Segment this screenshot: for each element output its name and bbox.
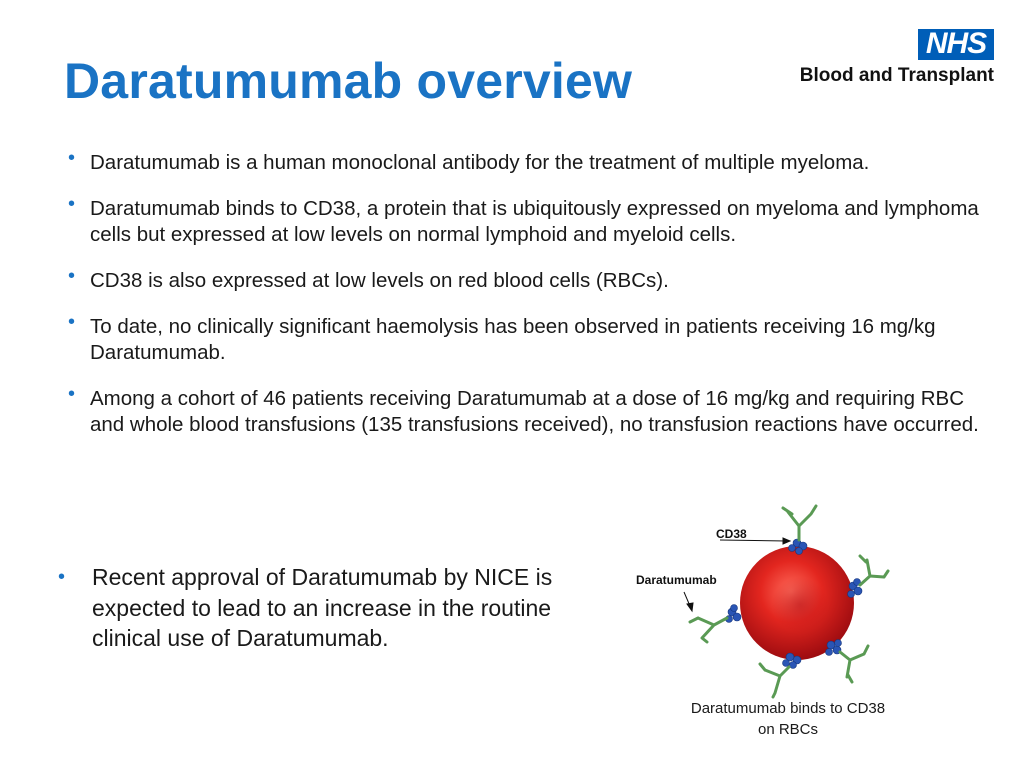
daratumumab-arrow <box>683 591 694 613</box>
cd38-protein <box>725 604 742 623</box>
bullet-text: To date, no clinically significant haemo… <box>90 315 936 364</box>
bullet-text: Daratumumab binds to CD38, a protein tha… <box>90 197 979 246</box>
bullet-item: • Among a cohort of 46 patients receiving… <box>66 383 986 438</box>
bullet-text: Daratumumab is a human monoclonal antibo… <box>90 151 870 174</box>
bullet-icon: • <box>68 383 76 405</box>
bullet-list: • Daratumumab is a human monoclonal antib… <box>66 147 986 458</box>
nice-bullet-text: Recent approval of Daratumumab by NICE i… <box>92 564 553 651</box>
cd38-label: CD38 <box>716 527 747 541</box>
cd38-protein <box>847 578 863 598</box>
nhs-logo-text: NHS <box>925 27 987 60</box>
antibody <box>838 644 870 684</box>
org-name: Blood and Transplant <box>799 65 994 86</box>
antibody <box>781 504 818 542</box>
bullet-icon: • <box>68 311 76 333</box>
bullet-icon: • <box>68 265 76 287</box>
nice-bullet: • Recent approval of Daratumumab by NICE… <box>58 562 612 654</box>
bullet-text: Among a cohort of 46 patients receiving … <box>90 387 979 436</box>
nhs-logo: NHS <box>918 27 994 60</box>
cd38-arrow <box>719 537 792 545</box>
diagram-caption: Daratumumab binds to CD38 on RBCs <box>690 700 886 738</box>
antibody <box>858 554 890 587</box>
bullet-icon: • <box>68 147 76 169</box>
bullet-icon: • <box>68 193 76 215</box>
daratumumab-label: Daratumumab <box>636 573 717 587</box>
antibody <box>688 616 729 644</box>
bullet-item: • To date, no clinically significant haem… <box>66 311 986 366</box>
cd38-protein <box>782 652 802 669</box>
red-blood-cell-centre <box>772 577 828 633</box>
bullet-item: • Daratumumab binds to CD38, a protein th… <box>66 193 986 248</box>
bullet-text: CD38 is also expressed at low levels on … <box>90 269 669 292</box>
page-title: Daratumumab overview <box>64 53 633 109</box>
bullet-icon: • <box>58 566 66 588</box>
antibody <box>758 662 791 699</box>
cd38-protein <box>788 538 808 555</box>
rbc-diagram <box>683 504 890 699</box>
bullet-item: • CD38 is also expressed at low levels on… <box>66 265 986 294</box>
bullet-item: • Daratumumab is a human monoclonal antib… <box>66 147 986 176</box>
